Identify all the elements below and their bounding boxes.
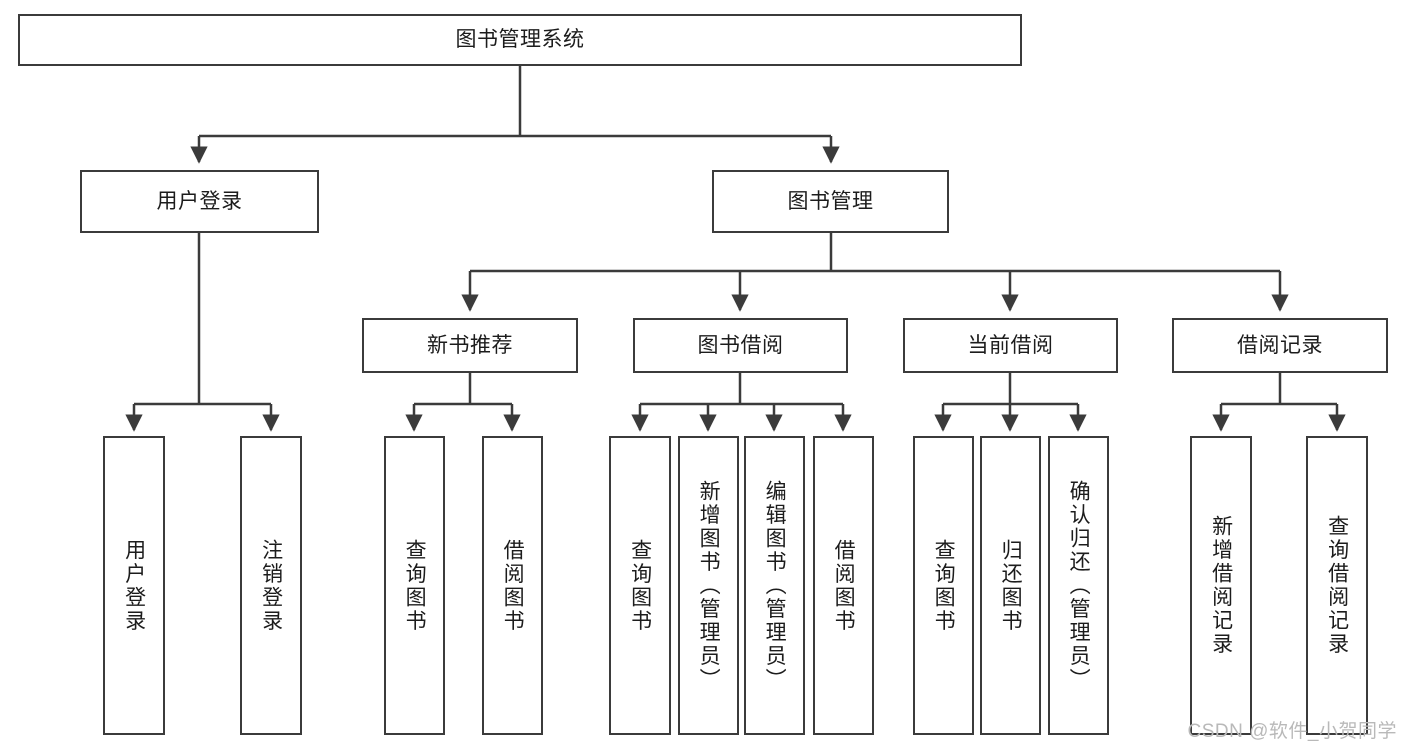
node-root-label: 图书管理系统 <box>455 28 585 52</box>
leaf-label: 确认归还（管理员） <box>1067 479 1091 692</box>
leaf-records-add-record[interactable]: 新增借阅记录 <box>1190 436 1252 735</box>
leaf-recommend-borrow-book[interactable]: 借阅图书 <box>482 436 543 735</box>
leaf-label: 编辑图书（管理员） <box>763 479 787 692</box>
node-new-book-recommend[interactable]: 新书推荐 <box>362 318 578 373</box>
node-borrow-records[interactable]: 借阅记录 <box>1172 318 1388 373</box>
node-book-management[interactable]: 图书管理 <box>712 170 949 233</box>
node-root[interactable]: 图书管理系统 <box>18 14 1022 66</box>
node-new-book-recommend-label: 新书推荐 <box>427 333 513 357</box>
node-user-login-label: 用户登录 <box>156 189 243 213</box>
leaf-borrow-query-book[interactable]: 查询图书 <box>609 436 671 735</box>
leaf-label: 查询借阅记录 <box>1325 515 1349 656</box>
node-book-borrow[interactable]: 图书借阅 <box>633 318 848 373</box>
leaf-current-query-book[interactable]: 查询图书 <box>913 436 974 735</box>
node-current-borrow[interactable]: 当前借阅 <box>903 318 1118 373</box>
leaf-records-query-record[interactable]: 查询借阅记录 <box>1306 436 1368 735</box>
leaf-label: 新增图书（管理员） <box>697 479 721 692</box>
leaf-borrow-borrow-book[interactable]: 借阅图书 <box>813 436 874 735</box>
node-book-management-label: 图书管理 <box>787 189 874 213</box>
leaf-label: 注销登录 <box>259 538 283 633</box>
node-current-borrow-label: 当前借阅 <box>967 333 1054 357</box>
leaf-label: 新增借阅记录 <box>1209 515 1233 656</box>
leaf-label: 借阅图书 <box>501 538 525 633</box>
leaf-label: 用户登录 <box>122 538 146 633</box>
leaf-borrow-add-book-admin[interactable]: 新增图书（管理员） <box>678 436 739 735</box>
leaf-label: 借阅图书 <box>832 538 856 633</box>
node-book-borrow-label: 图书借阅 <box>697 333 784 357</box>
leaf-label: 归还图书 <box>999 538 1023 633</box>
node-user-login[interactable]: 用户登录 <box>80 170 319 233</box>
watermark-text: CSDN @软件_小贺同学 <box>1187 721 1397 742</box>
leaf-user-login-signin[interactable]: 用户登录 <box>103 436 165 735</box>
leaf-label: 查询图书 <box>628 538 652 633</box>
leaf-borrow-edit-book-admin[interactable]: 编辑图书（管理员） <box>744 436 805 735</box>
leaf-label: 查询图书 <box>932 538 956 633</box>
leaf-user-login-signout[interactable]: 注销登录 <box>240 436 302 735</box>
leaf-current-return-book[interactable]: 归还图书 <box>980 436 1041 735</box>
leaf-label: 查询图书 <box>403 538 427 633</box>
node-borrow-records-label: 借阅记录 <box>1237 333 1323 357</box>
leaf-recommend-query-book[interactable]: 查询图书 <box>384 436 445 735</box>
leaf-current-confirm-return-admin[interactable]: 确认归还（管理员） <box>1048 436 1109 735</box>
